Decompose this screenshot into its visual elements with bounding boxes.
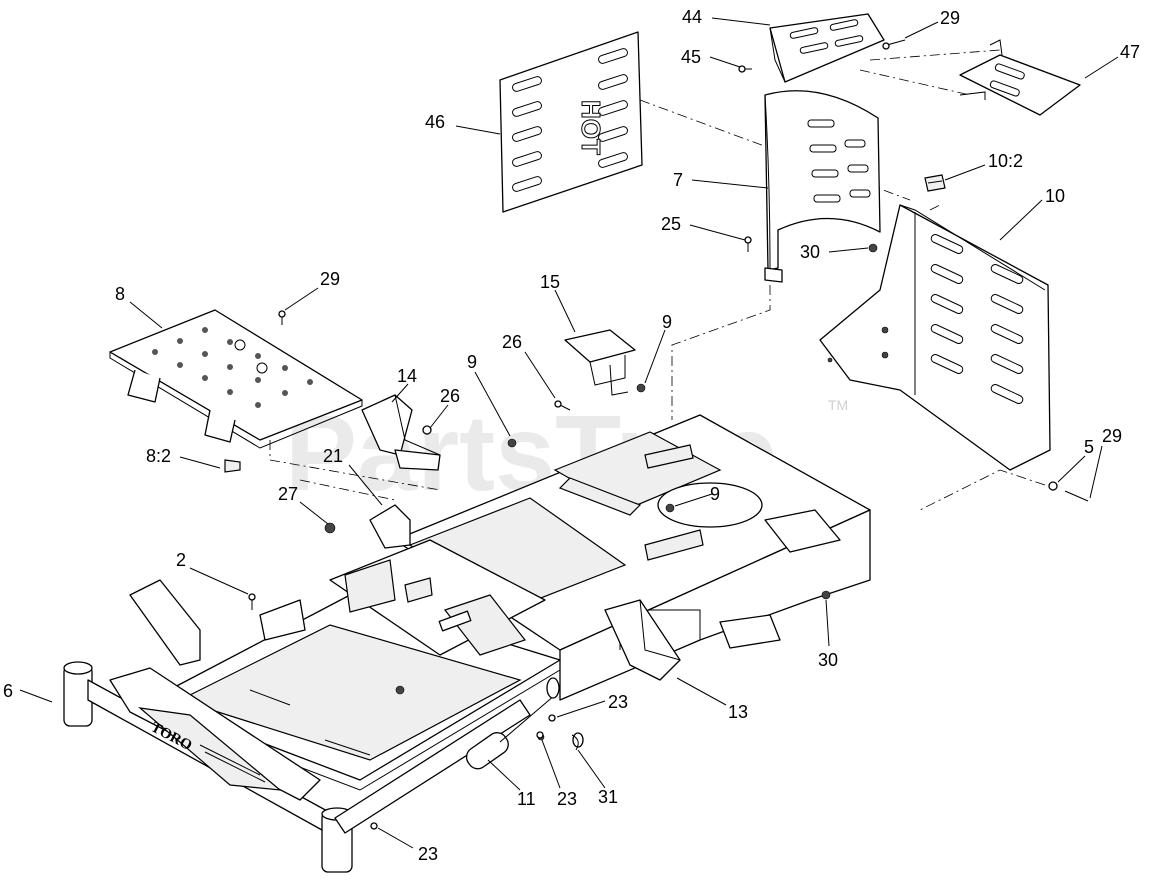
- bolt-25: [744, 236, 752, 252]
- bolt-26-b: [422, 425, 432, 435]
- heat-shield-top: [769, 13, 885, 83]
- bolt-2: [248, 593, 256, 610]
- bolt-26-a: [554, 400, 571, 411]
- callout-45: 45: [681, 47, 701, 67]
- callout-13: 13: [728, 702, 748, 722]
- nut-front-console: [395, 685, 405, 695]
- bolt-23-b: [536, 731, 544, 739]
- shield-cover: [959, 39, 1081, 116]
- callout-11: 11: [517, 789, 536, 809]
- callout-44: 44: [682, 7, 702, 27]
- callout-46: 46: [425, 112, 445, 132]
- nut-9-deck: [665, 503, 675, 513]
- nut-9-mid: [507, 438, 517, 448]
- callout-10-2: 10:2: [988, 151, 1023, 171]
- callout-9-deck: 9: [710, 484, 720, 504]
- floor-pan: [109, 309, 363, 473]
- bolt-29-floor: [278, 310, 286, 325]
- rear-side-panel: [819, 204, 1051, 471]
- callout-30-top: 30: [800, 242, 820, 262]
- callout-30-bottom: 30: [818, 650, 838, 670]
- callout-26-b: 26: [440, 386, 460, 406]
- nut-27: [324, 522, 336, 534]
- callout-21: 21: [323, 446, 343, 466]
- washer-5: [1048, 481, 1058, 491]
- nut-30-bottom: [821, 590, 831, 600]
- callout-2: 2: [176, 550, 186, 570]
- callout-9-bracket: 9: [662, 312, 672, 332]
- callout-15: 15: [540, 272, 560, 292]
- small-decal: [924, 174, 946, 192]
- callout-6: 6: [3, 681, 13, 701]
- callout-29: 29: [940, 8, 960, 28]
- fasteners: [248, 39, 1089, 830]
- callout-23-c: 23: [418, 844, 438, 864]
- clip-31: [571, 734, 579, 751]
- curved-heat-shield: [764, 90, 881, 283]
- callout-26-a: 26: [502, 332, 522, 352]
- bracket-21: [369, 504, 411, 549]
- callout-23-b: 23: [557, 789, 577, 809]
- callout-29-floor: 29: [320, 269, 340, 289]
- callout-8-2: 8:2: [146, 446, 171, 466]
- side-bracket: [604, 599, 681, 681]
- bolt-23-c: [370, 822, 378, 830]
- bracket-14: [361, 394, 441, 471]
- watermark-trademark: TM: [828, 397, 848, 413]
- callout-10: 10: [1045, 186, 1065, 206]
- bracket-15: [564, 329, 636, 396]
- bolt-45: [738, 65, 752, 73]
- callout-23-a: 23: [608, 692, 628, 712]
- bolt-29-rear: [1064, 490, 1089, 502]
- bolt-29-top: [882, 39, 906, 50]
- callout-labels: 44 29 45 47 46 7 10:2 10 25 30 8 29 15 9…: [3, 7, 1140, 864]
- callout-7: 7: [673, 170, 683, 190]
- callout-47: 47: [1120, 42, 1140, 62]
- callout-5: 5: [1084, 437, 1094, 457]
- leader-lines: [19, 17, 1119, 849]
- nut-9-bracket: [636, 383, 646, 393]
- callout-25: 25: [661, 214, 681, 234]
- callout-14: 14: [397, 366, 417, 386]
- nut-30-top: [868, 243, 878, 253]
- callout-27: 27: [278, 484, 298, 504]
- callout-9-mid: 9: [467, 352, 477, 372]
- callout-31: 31: [598, 787, 618, 807]
- callout-8: 8: [115, 284, 125, 304]
- hot-decal-plate: HOT: [499, 31, 643, 213]
- hot-decal-text: HOT: [576, 100, 606, 155]
- bolt-23-a: [548, 714, 556, 722]
- callout-29-rear: 29: [1102, 426, 1122, 446]
- main-frame: [129, 414, 871, 791]
